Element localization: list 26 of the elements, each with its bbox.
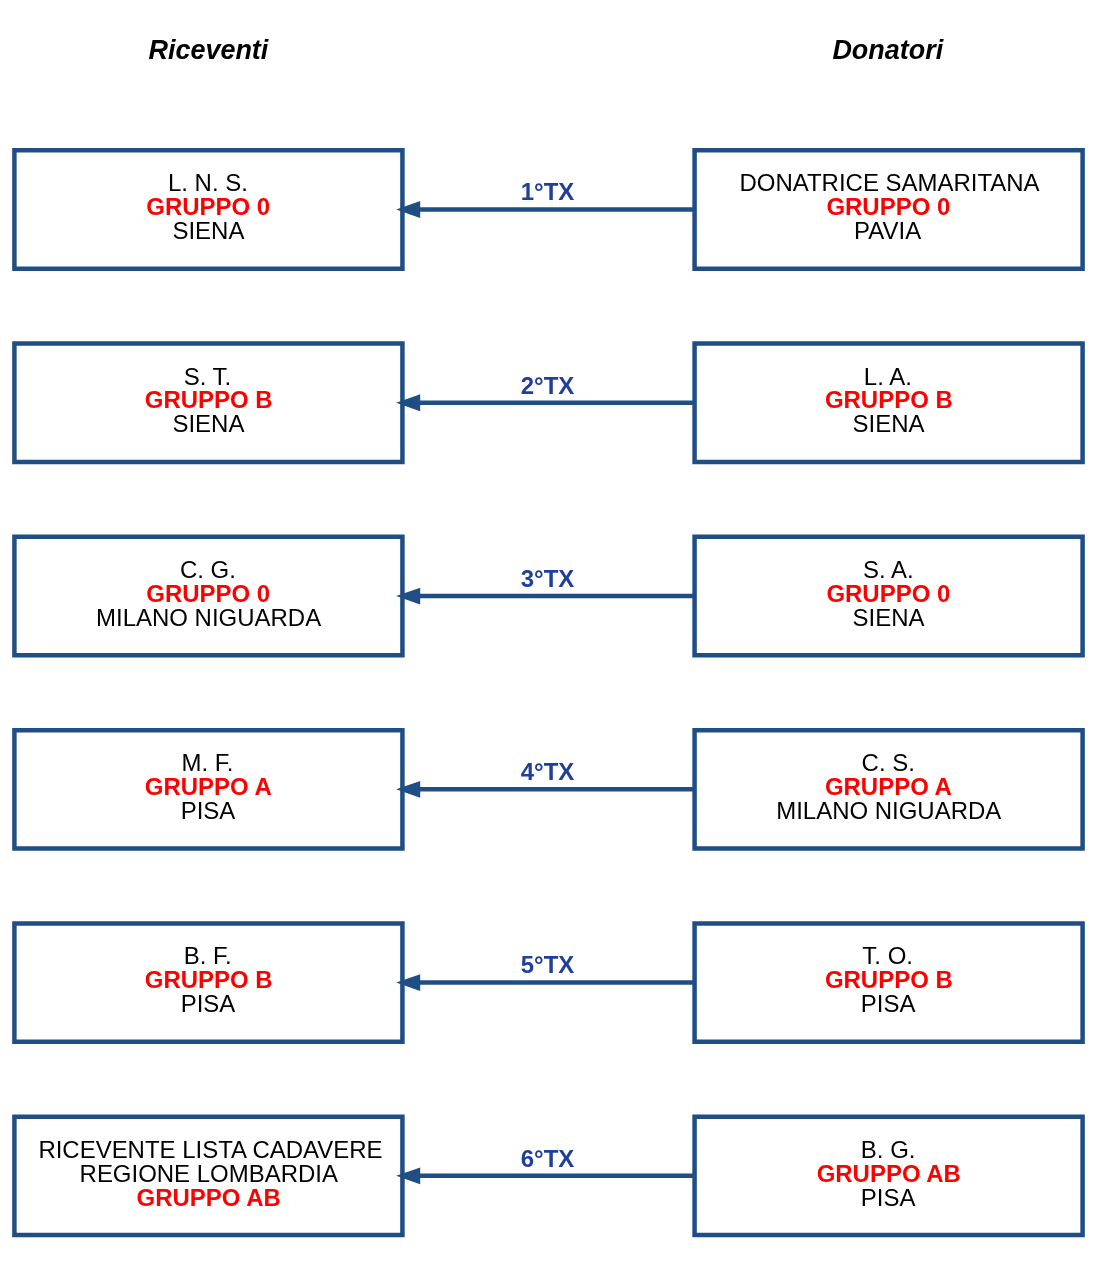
node-box: C. G. GRUPPO 0 MILANO NIGUARDA <box>12 534 405 657</box>
edge-label: 5°TX <box>520 950 575 978</box>
arrow <box>396 587 695 604</box>
node-box: S. T. GRUPPO B SIENA <box>12 340 405 464</box>
node-box: T. O. GRUPPO B PISA <box>692 920 1085 1044</box>
edge-label: 6°TX <box>520 1144 575 1172</box>
node-box: DONATRICE SAMARITANA GRUPPO 0 PAVIA <box>692 147 1085 271</box>
node-box: M. F. GRUPPO A PISA <box>12 727 405 851</box>
arrow <box>396 780 695 798</box>
arrow <box>396 393 695 411</box>
node-box: L. N. S. GRUPPO 0 SIENA <box>12 147 405 271</box>
label: Donatori <box>832 34 944 65</box>
edge-label: 2°TX <box>520 371 575 398</box>
node-box: RICEVENTE LISTA CADAVERE REGIONE LOMBARDIA GRUPPO AB <box>12 1113 405 1237</box>
edge-label: 1°TX <box>520 177 575 205</box>
node-box: B. G. GRUPPO AB PISA <box>692 1113 1085 1237</box>
arrow <box>396 973 695 991</box>
label: Riceventi <box>148 34 269 65</box>
node-box: B. F. GRUPPO B PISA <box>12 920 405 1044</box>
arrow <box>396 200 695 218</box>
node-box: C. S. GRUPPO A MILANO NIGUARDA <box>692 727 1085 851</box>
node-box: S. A. GRUPPO 0 SIENA <box>692 534 1085 657</box>
edge-label: 4°TX <box>520 757 575 785</box>
edge-label: 3°TX <box>520 564 575 592</box>
arrow <box>396 1166 695 1184</box>
node-box: L. A. GRUPPO B SIENA <box>692 340 1085 464</box>
